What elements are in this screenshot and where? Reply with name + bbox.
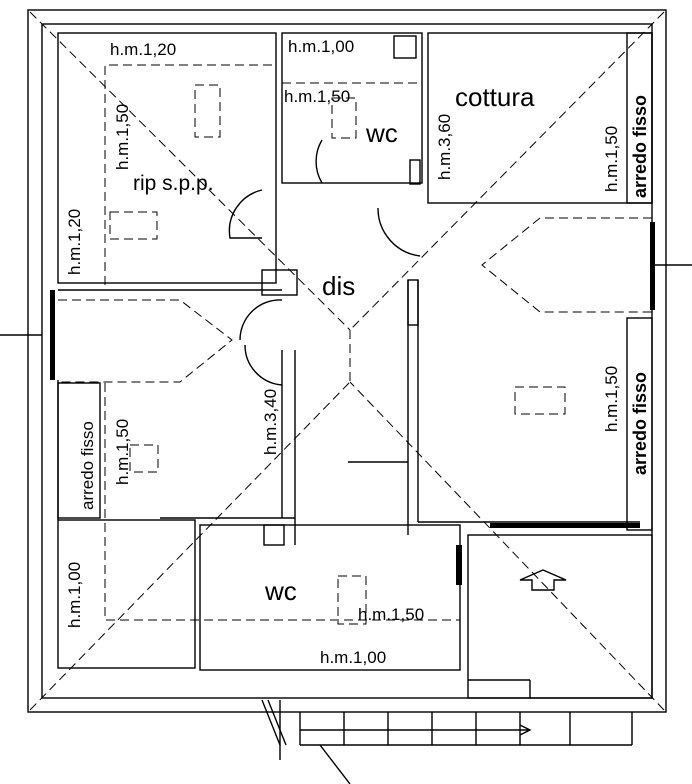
window-left — [50, 290, 55, 380]
height-label: h.m.1,50 — [602, 366, 621, 432]
up-arrow-icon — [519, 569, 567, 591]
height-label: h.m.1,20 — [110, 40, 176, 59]
room-label-cottura: cottura — [455, 82, 535, 112]
height-label: h.m.1,50 — [113, 419, 132, 485]
height-label: h.m.3,40 — [261, 389, 280, 455]
arredo-fisso-label: arredo fisso — [630, 95, 650, 198]
door-arcs — [228, 139, 421, 386]
height-label: h.m.1,00 — [65, 562, 84, 628]
arredo-fisso-label: arredo fisso — [78, 421, 97, 510]
roof-hip-lines — [29, 11, 665, 711]
outer-walls — [0, 9, 692, 713]
window-right — [650, 222, 655, 310]
height-label: h.m.1,20 — [65, 209, 84, 275]
room-label-wc: wc — [365, 118, 398, 148]
height-label: h.m.1,00 — [320, 648, 386, 667]
dashed-height-lines — [58, 64, 652, 625]
height-label: h.m.1,00 — [288, 37, 354, 56]
height-label: h.m.1,50 — [284, 87, 350, 106]
room-label-rip: rip s.p.p. — [133, 172, 214, 195]
external-stairs — [261, 699, 633, 784]
height-label: h.m.1,50 — [358, 605, 424, 624]
arredo-fisso-label: arredo fisso — [630, 372, 650, 475]
room-label-wc: wc — [264, 576, 297, 606]
height-label: h.m.1,50 — [602, 126, 621, 192]
room-label-dis: dis — [322, 271, 355, 301]
height-label: h.m.3,60 — [435, 114, 454, 180]
interior-walls — [57, 32, 653, 699]
height-label: h.m.1,50 — [113, 104, 132, 170]
